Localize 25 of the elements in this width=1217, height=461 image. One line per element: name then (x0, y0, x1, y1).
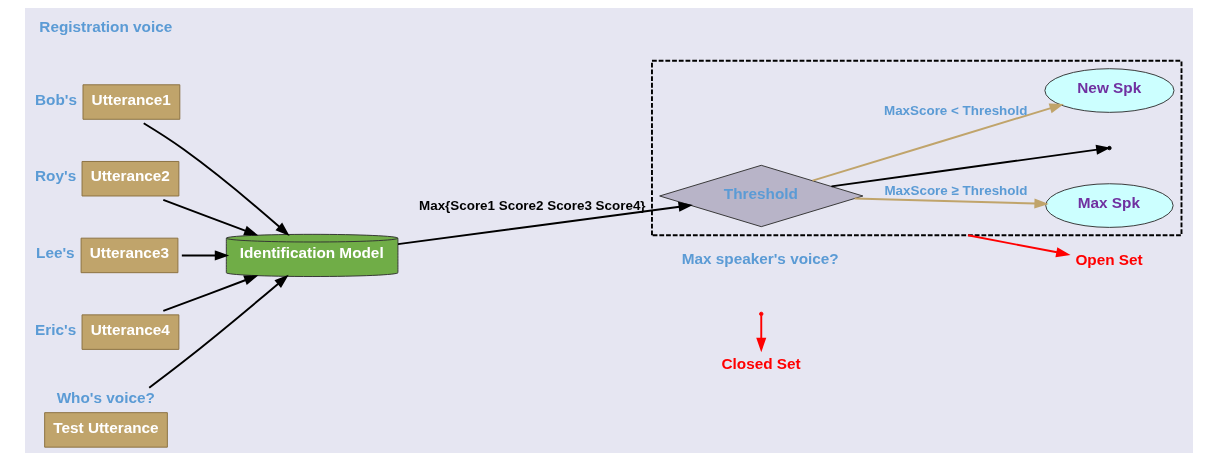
arrow (811, 103, 1064, 182)
arrow (966, 234, 1071, 258)
label: Registration voice (38, 17, 172, 35)
node-label: Eric's (34, 320, 76, 338)
edge-label: MaxScore < Threshold (883, 102, 1027, 118)
arrow (161, 275, 258, 312)
edge-label: MaxScore ≥ Threshold (883, 183, 1027, 199)
arrow (161, 198, 258, 236)
edge-label: Max{Score1 Score2 Score3 Score4} (418, 197, 646, 213)
node-text: Open Set (1074, 250, 1143, 268)
arrow (755, 314, 766, 353)
node-label: Lee's (35, 244, 75, 262)
arrow (142, 122, 290, 236)
arrow (396, 201, 693, 246)
arrow (147, 274, 289, 389)
label: Max speaker's voice? (681, 249, 839, 267)
node-text: Closed Set (720, 355, 801, 373)
arrow (180, 250, 229, 261)
node-diamond: Threshold (658, 164, 863, 228)
node-ellipse: Max Spk (1044, 183, 1174, 228)
arrow (853, 197, 1049, 209)
node-label: Who's voice? (56, 388, 155, 406)
node-label: Bob's (34, 90, 77, 108)
node-label: Roy's (34, 167, 76, 185)
cluster (650, 59, 1182, 237)
